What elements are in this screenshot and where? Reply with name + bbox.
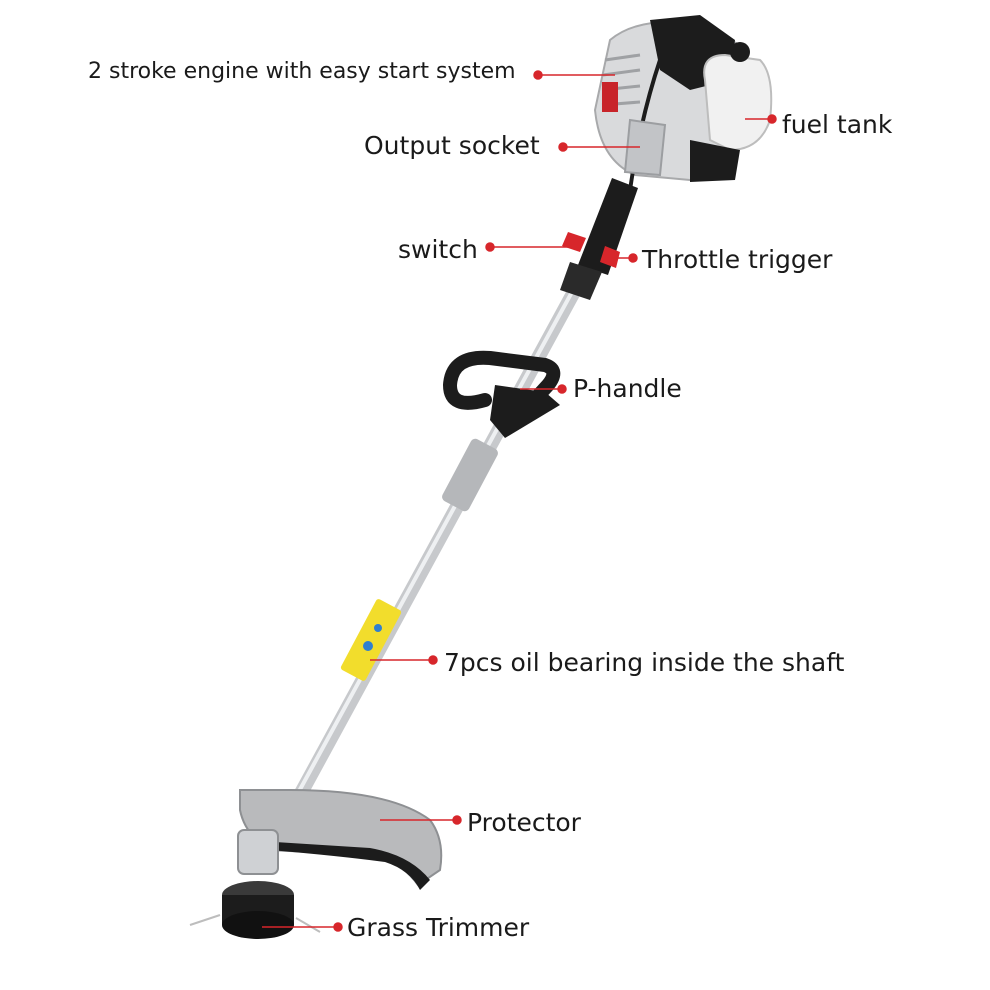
- callout-dot-throttle: [628, 253, 638, 263]
- protector-underside: [270, 842, 430, 890]
- switch-red: [562, 232, 586, 252]
- label-bearing: 7pcs oil bearing inside the shaft: [444, 648, 845, 677]
- callout-dot-bearing: [428, 655, 438, 665]
- shaft-highlight: [266, 290, 574, 850]
- callouts: [262, 70, 777, 932]
- callout-dot-protector: [452, 815, 462, 825]
- p-handle-clamp: [490, 385, 560, 438]
- trimmer-head-bottom: [222, 911, 294, 939]
- trimmer-line: [189, 914, 321, 933]
- main-handle-grip: [578, 178, 638, 275]
- handle-lower: [560, 262, 602, 300]
- callout-dot-output-socket: [558, 142, 568, 152]
- callout-dot-grass-trimmer: [333, 922, 343, 932]
- throttle-trigger-red: [600, 246, 620, 268]
- decal-icon: [363, 641, 373, 651]
- callout-dot-p-handle: [557, 384, 567, 394]
- label-output-socket: Output socket: [364, 131, 540, 160]
- label-switch: switch: [398, 235, 478, 264]
- fuel-tank-body: [703, 53, 773, 152]
- fuel-cap: [730, 42, 750, 62]
- label-fuel-tank: fuel tank: [782, 110, 893, 139]
- p-handle-loop: [443, 350, 561, 417]
- shaft-coupling: [442, 438, 498, 512]
- engine-base-black: [690, 140, 740, 182]
- output-socket-housing: [623, 118, 667, 177]
- label-throttle-trigger: Throttle trigger: [642, 245, 833, 274]
- label-grass-trimmer: Grass Trimmer: [347, 913, 530, 942]
- callout-dot-switch: [485, 242, 495, 252]
- gearbox: [237, 829, 279, 875]
- label-engine: 2 stroke engine with easy start system: [88, 59, 516, 84]
- label-protector: Protector: [467, 808, 581, 837]
- label-p-handle: P-handle: [573, 374, 682, 403]
- engine-badge: [602, 82, 618, 112]
- callout-dot-fuel-tank: [767, 114, 777, 124]
- engine-fins: [601, 53, 641, 107]
- warning-decal: [340, 599, 402, 681]
- callout-dot-engine: [533, 70, 543, 80]
- decal-icon: [374, 624, 382, 632]
